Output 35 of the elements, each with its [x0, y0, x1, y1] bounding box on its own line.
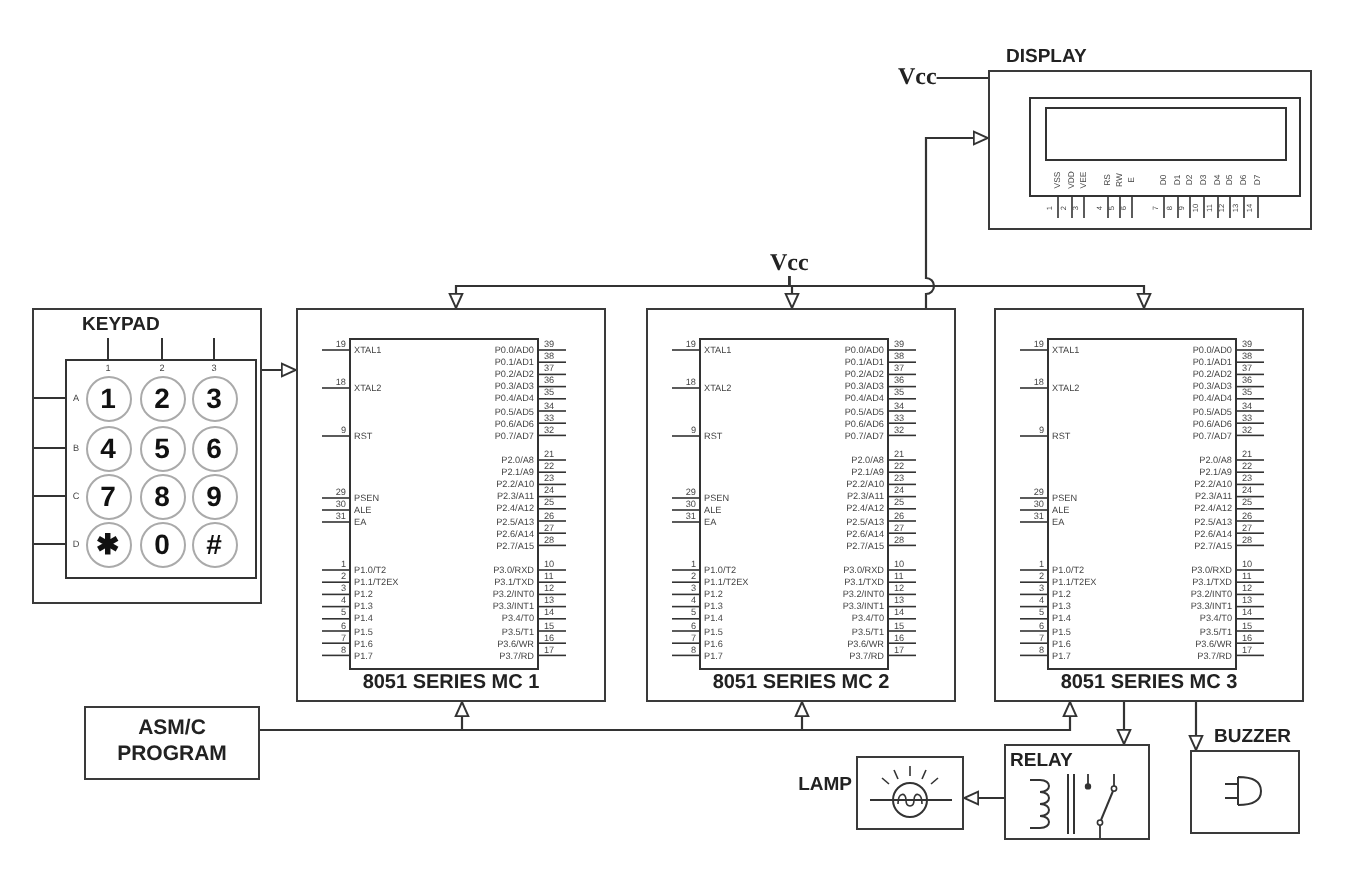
keypad-key: 8	[139, 473, 185, 519]
keypad-key: 3	[191, 375, 237, 421]
block-title: 8051 SERIES MC 2	[712, 672, 890, 696]
keypad-key: 1	[85, 375, 131, 421]
keypad-key: ✱	[85, 521, 131, 567]
arrow	[924, 130, 989, 308]
arrow	[1188, 702, 1204, 751]
keypad-key: 5	[139, 425, 185, 471]
keypad-key: 6	[191, 425, 237, 471]
program-block: ASM/C PROGRAM	[84, 706, 260, 780]
keypad-key: 7	[85, 473, 131, 519]
arrow	[262, 362, 297, 378]
keypad-key: 2	[139, 375, 185, 421]
microcontroller-block	[296, 308, 606, 702]
keypad-key: 4	[85, 425, 131, 471]
connector-line	[936, 76, 988, 80]
module-label: DISPLAY	[1006, 46, 1087, 68]
module-label: BUZZER	[1214, 726, 1292, 748]
keypad-key: #	[191, 521, 237, 567]
module-label: KEYPAD	[82, 314, 160, 336]
supply-label: Vcc	[770, 250, 809, 276]
keypad-key: 9	[191, 473, 237, 519]
module-label: LAMP	[798, 774, 852, 796]
arrow	[788, 276, 1152, 309]
arrow	[1116, 702, 1132, 745]
keypad-module	[32, 308, 262, 604]
arrow	[963, 790, 1004, 806]
microcontroller-block	[646, 308, 956, 702]
block-title: 8051 SERIES MC 3	[1060, 672, 1238, 696]
block-title: 8051 SERIES MC 1	[362, 672, 540, 696]
supply-label: Vcc	[898, 64, 937, 90]
relay-block	[1004, 744, 1150, 840]
keypad-key: 0	[139, 521, 185, 567]
module-label: RELAY	[1010, 750, 1073, 772]
microcontroller-block	[994, 308, 1304, 702]
